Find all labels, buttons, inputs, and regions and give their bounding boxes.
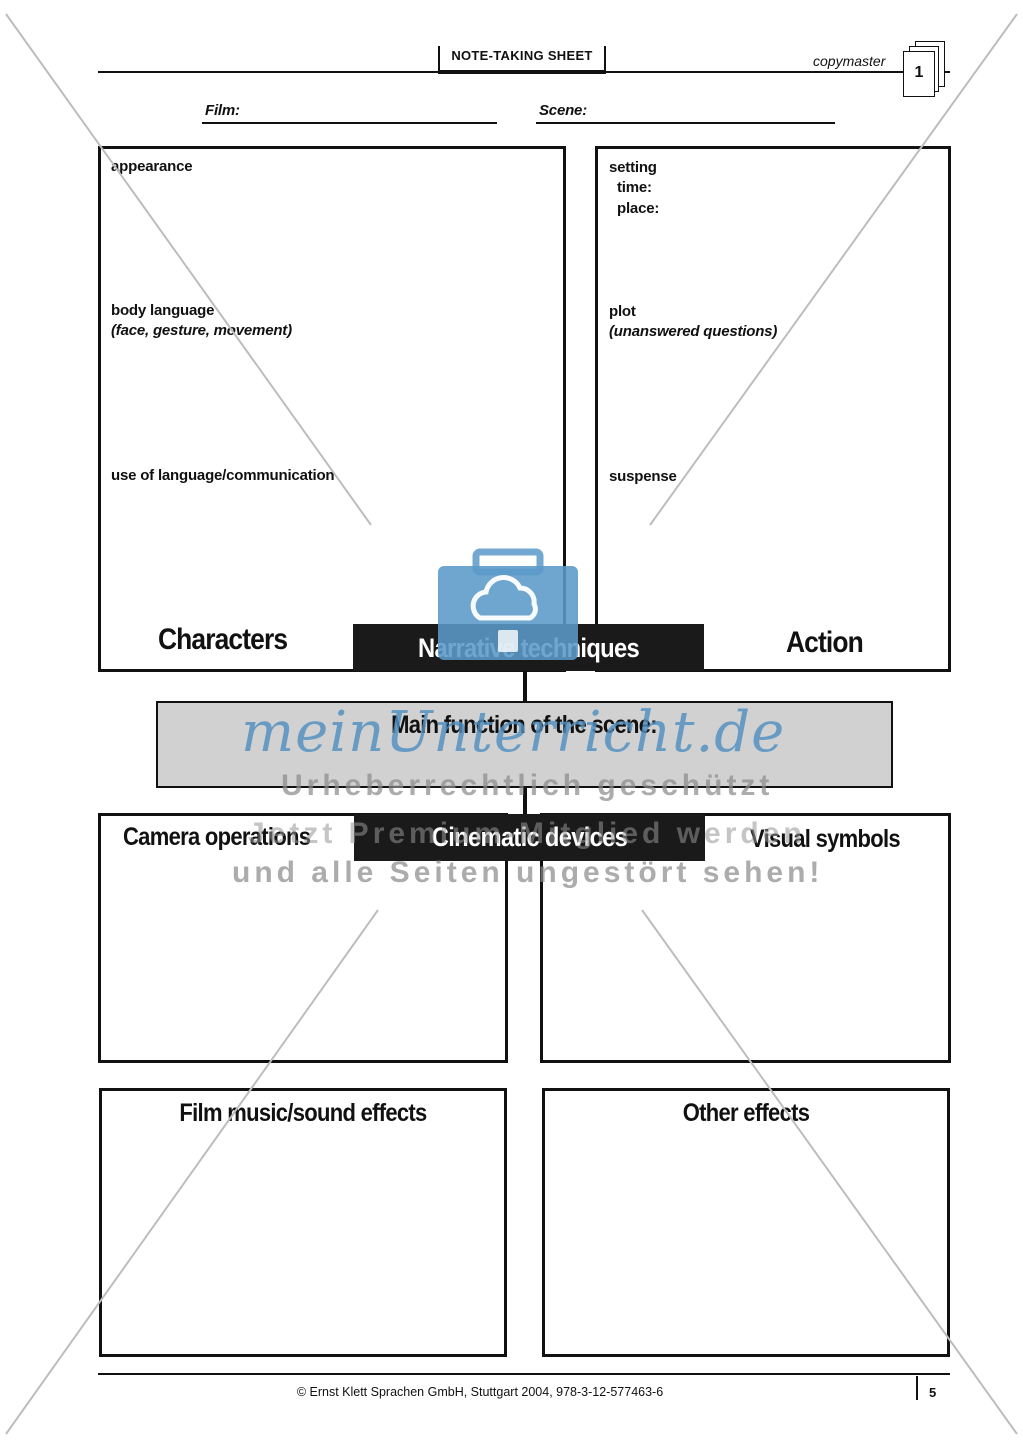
body-language-label: body language [111, 302, 215, 319]
film-music-box[interactable] [99, 1088, 507, 1357]
action-box[interactable] [595, 146, 951, 672]
place-label: place: [617, 200, 660, 217]
cinematic-devices-bar: Cinematic devices [354, 814, 705, 861]
footer-divider [916, 1376, 918, 1400]
film-music-title: Film music/sound effects [179, 1099, 427, 1127]
camera-operations-box[interactable] [98, 813, 508, 1063]
scene-label: Scene: [539, 102, 587, 119]
watermark-brand: meinUnterricht.de [241, 700, 786, 765]
sheet-title-tab: NOTE-TAKING SHEET [438, 46, 606, 74]
watermark-line-2: Jetzt Premium-Mitglied werden [248, 817, 806, 850]
plot-hint: (unanswered questions) [609, 323, 778, 340]
body-language-hint: (face, gesture, movement) [111, 322, 292, 339]
page-number: 5 [929, 1385, 937, 1400]
use-of-language-label: use of language/communication [111, 467, 335, 484]
characters-title: Characters [158, 623, 288, 656]
connector-top [523, 669, 527, 702]
footer-rule [98, 1373, 950, 1375]
cinematic-devices-label: Cinematic devices [431, 822, 628, 852]
copymaster-badge: 1 [903, 51, 935, 97]
footer-copyright: © Ernst Klett Sprachen GmbH, Stuttgart 2… [296, 1385, 664, 1399]
main-function-box[interactable]: Main function of the scene: [156, 701, 893, 788]
other-effects-title: Other effects [682, 1099, 810, 1127]
scene-field-line [536, 122, 835, 124]
camera-operations-title: Camera operations [123, 823, 311, 851]
action-title: Action [786, 626, 864, 659]
visual-symbols-box[interactable] [540, 813, 951, 1063]
main-function-label: Main function of the scene: [391, 711, 657, 739]
briefcase-cloud-icon [438, 548, 578, 660]
header-rule-left [98, 71, 438, 73]
characters-box[interactable] [98, 146, 566, 672]
film-label: Film: [205, 102, 240, 119]
other-effects-box[interactable] [542, 1088, 950, 1357]
suspense-label: suspense [609, 468, 677, 485]
sheet-title: NOTE-TAKING SHEET [451, 48, 593, 63]
watermark-line-3: und alle Seiten ungestört sehen! [232, 856, 824, 889]
film-field-line [202, 122, 497, 124]
header-rule-right [604, 71, 950, 73]
copymaster-number: 1 [914, 64, 924, 81]
appearance-label: appearance [111, 158, 193, 175]
connector-bottom [523, 787, 527, 815]
time-label: time: [617, 179, 652, 196]
visual-symbols-title: Visual symbols [750, 825, 901, 853]
copymaster-label: copymaster [813, 53, 886, 69]
watermark-line-1: Urheberrechtlich geschützt [281, 769, 774, 802]
plot-label: plot [609, 303, 636, 320]
setting-label: setting [609, 159, 657, 176]
